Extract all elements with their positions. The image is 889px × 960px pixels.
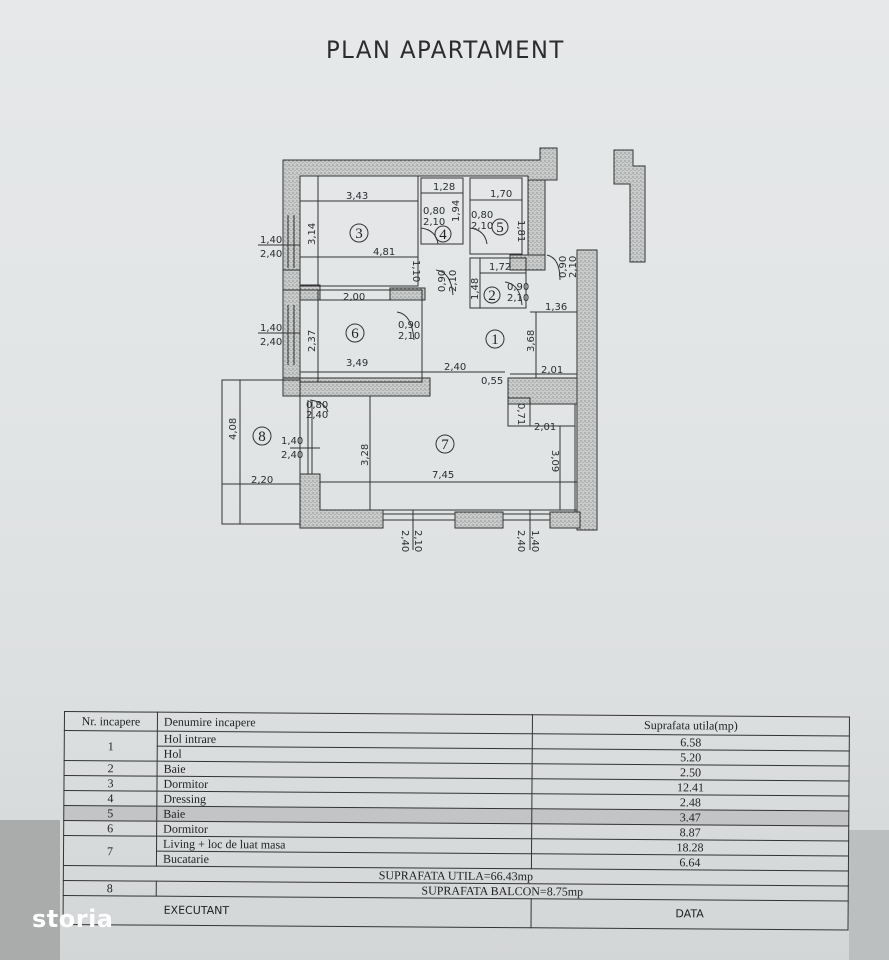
room-1-label: 1 bbox=[485, 329, 505, 349]
svg-text:7,45: 7,45 bbox=[432, 470, 454, 481]
svg-text:2: 2 bbox=[488, 288, 496, 304]
room-labels: 3 4 5 2 6 1 7 8 bbox=[252, 218, 509, 454]
svg-text:2,37: 2,37 bbox=[307, 330, 318, 352]
svg-text:1,40: 1,40 bbox=[260, 235, 282, 246]
svg-text:0,55: 0,55 bbox=[481, 376, 503, 387]
room-6-label: 6 bbox=[345, 323, 365, 343]
room-schedule-table: Nr. incapere Denumire incapere Suprafata… bbox=[63, 711, 850, 930]
svg-text:2,40: 2,40 bbox=[260, 249, 282, 260]
room-3-label: 3 bbox=[349, 223, 369, 243]
svg-text:3,14: 3,14 bbox=[307, 223, 318, 245]
svg-text:2,10: 2,10 bbox=[448, 270, 459, 292]
svg-text:2,10: 2,10 bbox=[471, 221, 493, 232]
walls bbox=[282, 147, 646, 531]
cell-nr: 3 bbox=[63, 775, 158, 792]
executant-label: EXECUTANT bbox=[63, 895, 532, 928]
svg-text:1,48: 1,48 bbox=[470, 278, 481, 300]
svg-text:2,10: 2,10 bbox=[507, 293, 529, 304]
svg-text:3,28: 3,28 bbox=[360, 444, 371, 466]
svg-text:1,28: 1,28 bbox=[433, 182, 455, 193]
svg-text:3,68: 3,68 bbox=[526, 330, 537, 352]
svg-text:0,80: 0,80 bbox=[306, 400, 328, 411]
svg-text:2,40: 2,40 bbox=[515, 530, 526, 552]
svg-text:1,72: 1,72 bbox=[489, 262, 511, 273]
room-2-label: 2 bbox=[483, 286, 501, 304]
svg-text:2,01: 2,01 bbox=[534, 422, 556, 433]
header-nr: Nr. incapere bbox=[64, 711, 158, 732]
svg-text:2,40: 2,40 bbox=[306, 410, 328, 421]
svg-text:5: 5 bbox=[496, 220, 504, 236]
cell-nr: 6 bbox=[63, 820, 157, 837]
cell-nr: 5 bbox=[63, 805, 157, 822]
page-edge-shadow-right bbox=[849, 830, 889, 960]
room-4-label: 4 bbox=[434, 225, 452, 243]
floor-plan: 3 4 5 2 6 1 7 8 3,43 3,14 4,81 0,80 2,10… bbox=[221, 147, 646, 552]
svg-text:4,08: 4,08 bbox=[228, 418, 239, 440]
svg-text:1,94: 1,94 bbox=[451, 200, 462, 222]
svg-text:2,10: 2,10 bbox=[568, 256, 579, 278]
svg-text:2,01: 2,01 bbox=[541, 365, 563, 376]
svg-text:2,20: 2,20 bbox=[251, 475, 273, 486]
page-title: PLAN APARTAMENT bbox=[326, 36, 565, 64]
svg-text:2,10: 2,10 bbox=[412, 530, 423, 552]
svg-text:1,40: 1,40 bbox=[281, 436, 303, 447]
svg-text:2,40: 2,40 bbox=[399, 530, 410, 552]
storia-watermark-logo: storia bbox=[32, 905, 114, 933]
svg-text:0,71: 0,71 bbox=[515, 403, 526, 425]
dimension-labels: 3,43 3,14 4,81 0,80 2,10 1,40 2,40 1,28 … bbox=[228, 182, 579, 552]
svg-text:0,90: 0,90 bbox=[398, 320, 420, 331]
svg-text:4,81: 4,81 bbox=[373, 247, 395, 258]
room-8-label: 8 bbox=[252, 426, 272, 446]
room-7-label: 7 bbox=[435, 434, 455, 454]
svg-text:3,43: 3,43 bbox=[346, 191, 368, 202]
svg-text:2,40: 2,40 bbox=[260, 337, 282, 348]
cell-nr: 7 bbox=[63, 835, 157, 867]
svg-text:6: 6 bbox=[351, 326, 359, 342]
header-name: Denumire incapere bbox=[157, 712, 533, 734]
svg-text:0,90: 0,90 bbox=[558, 256, 569, 278]
svg-text:1,10: 1,10 bbox=[410, 260, 421, 282]
header-area: Suprafata utila(mp) bbox=[532, 714, 850, 736]
balcony-nr: 8 bbox=[63, 880, 157, 897]
svg-text:2,00: 2,00 bbox=[343, 292, 365, 303]
svg-text:7: 7 bbox=[441, 437, 449, 453]
room-5-label: 5 bbox=[491, 218, 509, 236]
svg-text:3,49: 3,49 bbox=[346, 358, 368, 369]
svg-text:1,40: 1,40 bbox=[260, 323, 282, 334]
svg-text:2,10: 2,10 bbox=[423, 217, 445, 228]
svg-text:0,90: 0,90 bbox=[437, 270, 448, 292]
svg-text:1,81: 1,81 bbox=[515, 220, 526, 242]
footer-row: EXECUTANT DATA bbox=[63, 895, 849, 930]
svg-text:2,10: 2,10 bbox=[398, 331, 420, 342]
svg-text:3: 3 bbox=[355, 226, 363, 242]
svg-text:3,09: 3,09 bbox=[549, 450, 560, 472]
svg-text:4: 4 bbox=[439, 227, 447, 243]
svg-text:0,80: 0,80 bbox=[471, 210, 493, 221]
date-label: DATA bbox=[530, 898, 849, 930]
svg-text:1,40: 1,40 bbox=[529, 530, 540, 552]
svg-text:0,80: 0,80 bbox=[423, 206, 445, 217]
svg-text:1,70: 1,70 bbox=[490, 189, 512, 200]
svg-text:0,90: 0,90 bbox=[507, 282, 529, 293]
cell-nr: 2 bbox=[64, 760, 158, 777]
svg-text:2,40: 2,40 bbox=[444, 362, 466, 373]
page-edge-shadow bbox=[0, 820, 60, 960]
cell-nr: 1 bbox=[64, 730, 158, 762]
svg-text:2,40: 2,40 bbox=[281, 450, 303, 461]
svg-text:1,36: 1,36 bbox=[545, 302, 567, 313]
svg-text:8: 8 bbox=[258, 429, 266, 445]
cell-nr: 4 bbox=[63, 790, 157, 807]
svg-text:1: 1 bbox=[491, 332, 499, 348]
